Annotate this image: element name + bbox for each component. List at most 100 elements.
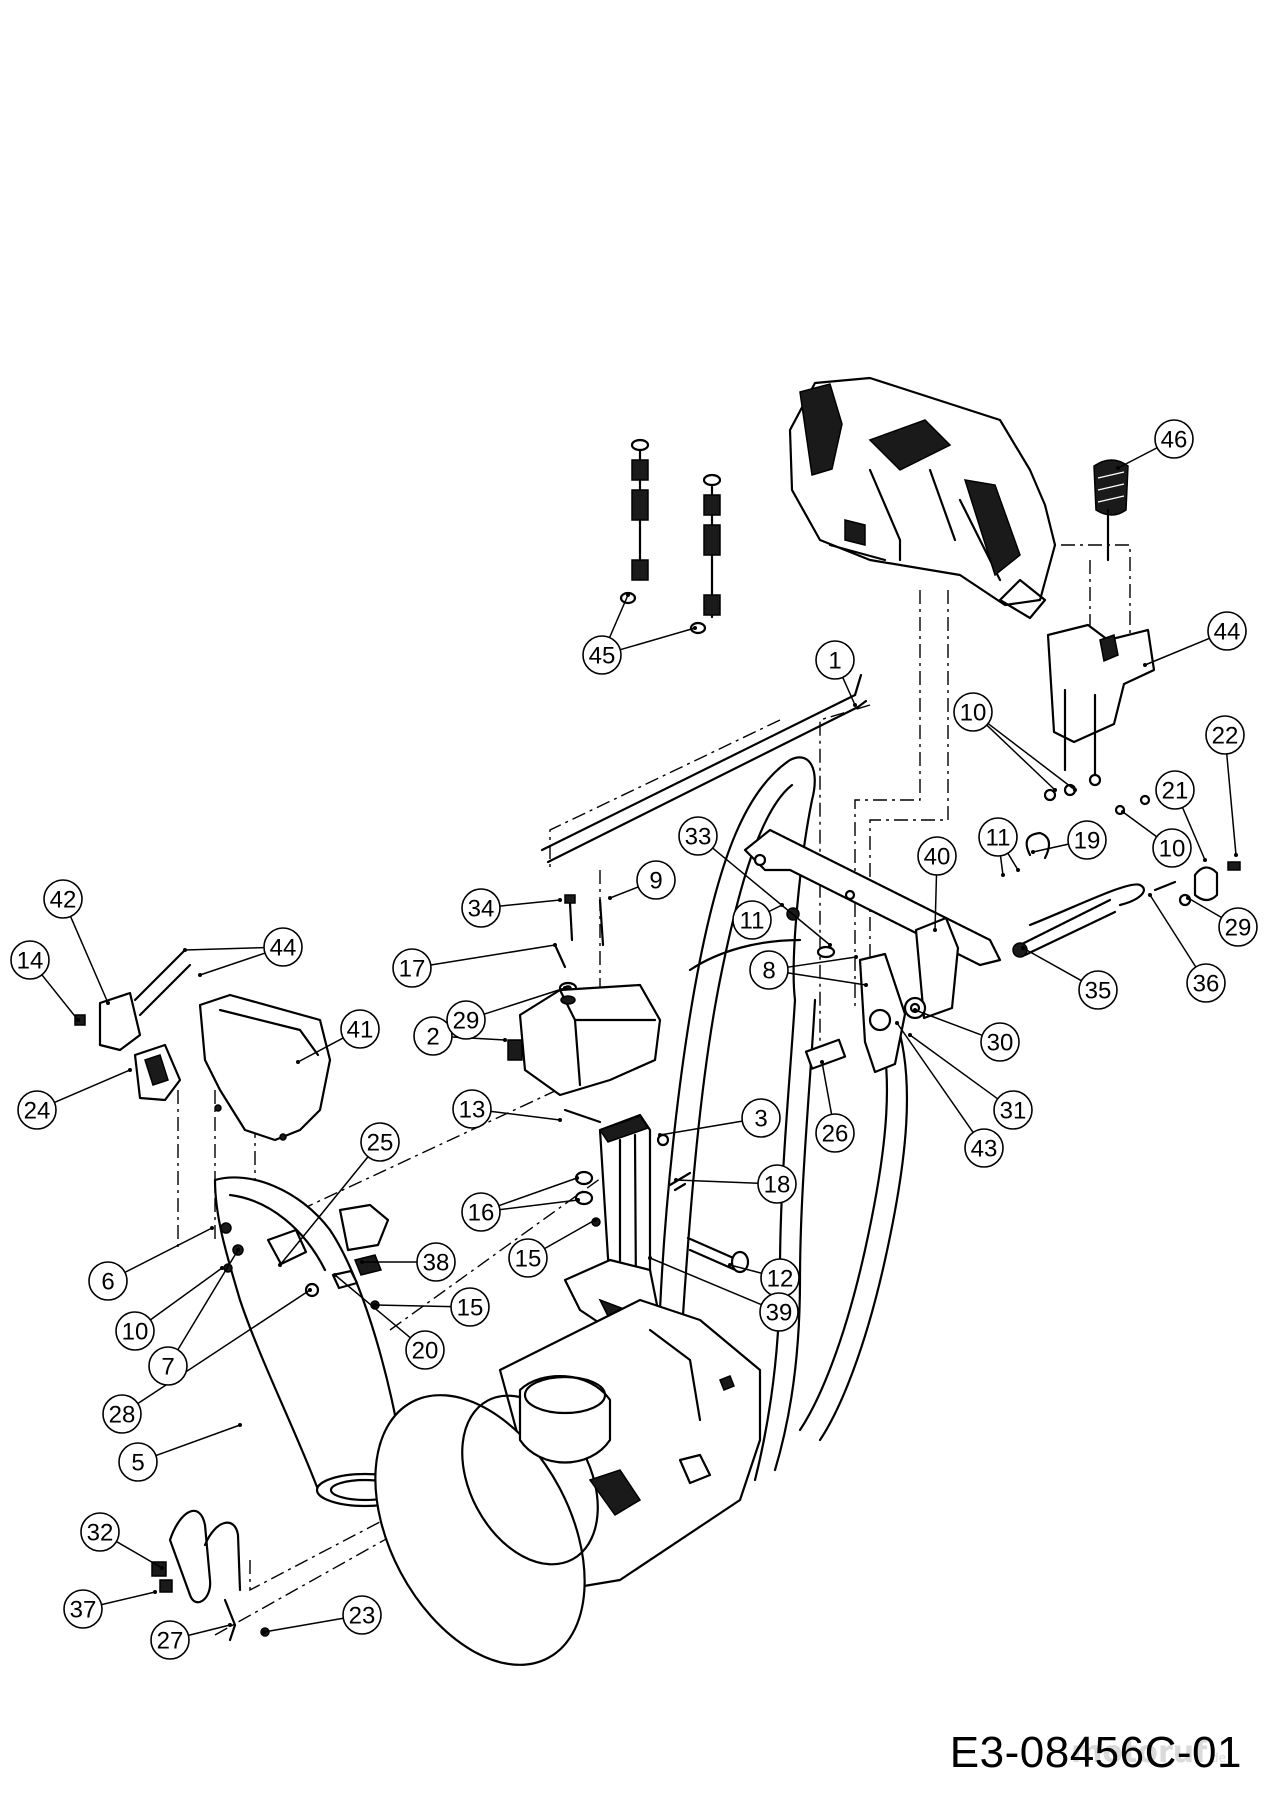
callout-43-label: 43	[971, 1136, 998, 1163]
leader-callout-20	[334, 1274, 411, 1339]
leader-callout-42	[69, 916, 109, 1004]
callout-35: 35	[1078, 970, 1118, 1010]
callout-2-label: 2	[426, 1024, 439, 1051]
leader-callout-5	[155, 1424, 241, 1457]
watermark-logo: motoruf.de	[1071, 1735, 1226, 1770]
callout-23: 23	[342, 1595, 382, 1635]
callout-8: 8	[749, 950, 789, 990]
callout-36-circle	[1186, 963, 1226, 1003]
leader-callout-12	[729, 1264, 762, 1274]
callout-14-circle	[10, 940, 50, 980]
callout-39-circle	[759, 1292, 799, 1332]
leader-callout-30-tip	[913, 1008, 917, 1012]
leader-callout-40-tip	[933, 928, 937, 932]
callout-42-label: 42	[50, 887, 77, 914]
part-44-shift-bracket	[1043, 623, 1156, 816]
leader-callout-39-tip	[648, 1256, 652, 1260]
callout-9: 9	[636, 860, 676, 900]
callout-17-label: 17	[399, 956, 426, 983]
leader-callout-15b-tip	[373, 1303, 377, 1307]
callout-9-label: 9	[649, 868, 662, 895]
leader-callout-37-tip	[153, 1590, 157, 1594]
callout-11a-label: 11	[740, 908, 765, 935]
callout-12-label: 12	[767, 1266, 794, 1293]
part-25-38-20-chute-hardware	[266, 1203, 390, 1310]
leader-callout-15a-tip	[593, 1218, 597, 1222]
callout-45-circle	[582, 635, 622, 675]
callout-46-circle	[1154, 419, 1194, 459]
leader-callout-11b	[999, 855, 1004, 876]
leader-callout-39	[649, 1257, 762, 1306]
callout-7-label: 7	[161, 1354, 174, 1381]
part-40-43-lever	[858, 916, 960, 1074]
callout-7: 7	[148, 1346, 188, 1386]
leader-callout-21	[1181, 807, 1206, 861]
callout-28-circle	[102, 1394, 142, 1434]
callout-44b-circle	[263, 927, 303, 967]
part-33-cross-bar	[743, 828, 1002, 967]
leader-callout-23-tip	[262, 1630, 266, 1634]
leader-callout-33	[712, 847, 831, 946]
leader-callout-17	[430, 944, 556, 966]
callout-13-circle	[452, 1089, 492, 1129]
callout-44a-label: 44	[1214, 619, 1241, 646]
callout-44a-circle	[1207, 611, 1247, 651]
leader-callout-25-tip	[278, 1263, 282, 1267]
leader-callout-7	[177, 1249, 239, 1351]
callout-18: 18	[757, 1164, 797, 1204]
callout-3-circle	[741, 1098, 781, 1138]
leader-callout-10c	[149, 1267, 223, 1321]
leader-44b-2	[199, 952, 266, 976]
leader-callout-13-tip	[558, 1118, 562, 1122]
leader-callout-21-tip	[1203, 858, 1207, 862]
leader-callout-36	[1149, 894, 1197, 968]
leader-callout-24-tip	[128, 1068, 132, 1072]
callout-14-label: 14	[17, 948, 44, 975]
leader-45-2	[608, 594, 629, 638]
callout-44b: 44	[263, 927, 303, 967]
callout-11a: 11	[732, 900, 772, 940]
leader-callout-30	[914, 1009, 983, 1037]
leader-callout-33-tip	[828, 943, 832, 947]
callout-10a: 10	[953, 692, 993, 732]
callout-10b-circle	[1152, 828, 1192, 868]
leader-callout-27	[188, 1624, 231, 1637]
leader-callout-10b	[1122, 811, 1158, 838]
callout-19: 19	[1067, 820, 1107, 860]
callout-24-circle	[17, 1090, 57, 1130]
leader-callout-10a-tip	[1053, 788, 1057, 792]
callout-8-label: 8	[762, 958, 775, 985]
callout-43-circle	[964, 1128, 1004, 1168]
leader-callout-16-tip	[575, 1176, 579, 1180]
callout-8-circle	[749, 950, 789, 990]
callout-12: 12	[760, 1258, 800, 1298]
callout-34-label: 34	[468, 896, 495, 923]
callout-10c: 10	[115, 1311, 155, 1351]
leader-callout-41	[297, 1037, 344, 1063]
callout-23-circle	[342, 1595, 382, 1635]
callout-29b: 29	[446, 1000, 486, 1040]
leader-callout-35	[1022, 947, 1082, 982]
callout-43: 43	[964, 1128, 1004, 1168]
callout-22: 22	[1205, 715, 1245, 755]
leader-callout-45	[620, 627, 696, 651]
callout-17: 17	[392, 948, 432, 988]
callout-42: 42	[43, 879, 83, 919]
leader-callout-34-tip	[558, 898, 562, 902]
callout-1-circle	[815, 640, 855, 680]
callout-2: 2	[413, 1016, 453, 1056]
callout-7-circle	[148, 1346, 188, 1386]
leader-callout-29a	[1187, 897, 1222, 919]
part-46-knob	[1093, 459, 1129, 562]
callout-21-circle	[1155, 770, 1195, 810]
callout-1: 1	[815, 640, 855, 680]
leader-callout-44b-tip	[183, 948, 187, 952]
part-1-shift-rod	[540, 673, 868, 864]
leader-callout-12-tip	[728, 1263, 732, 1267]
leader-callout-43	[896, 1022, 974, 1133]
callout-5-circle	[118, 1442, 158, 1482]
callout-10a-label: 10	[960, 700, 987, 727]
leader-11a-2	[1007, 852, 1019, 871]
part-32-37-27-crank	[151, 1509, 270, 1642]
callout-17-circle	[392, 948, 432, 988]
